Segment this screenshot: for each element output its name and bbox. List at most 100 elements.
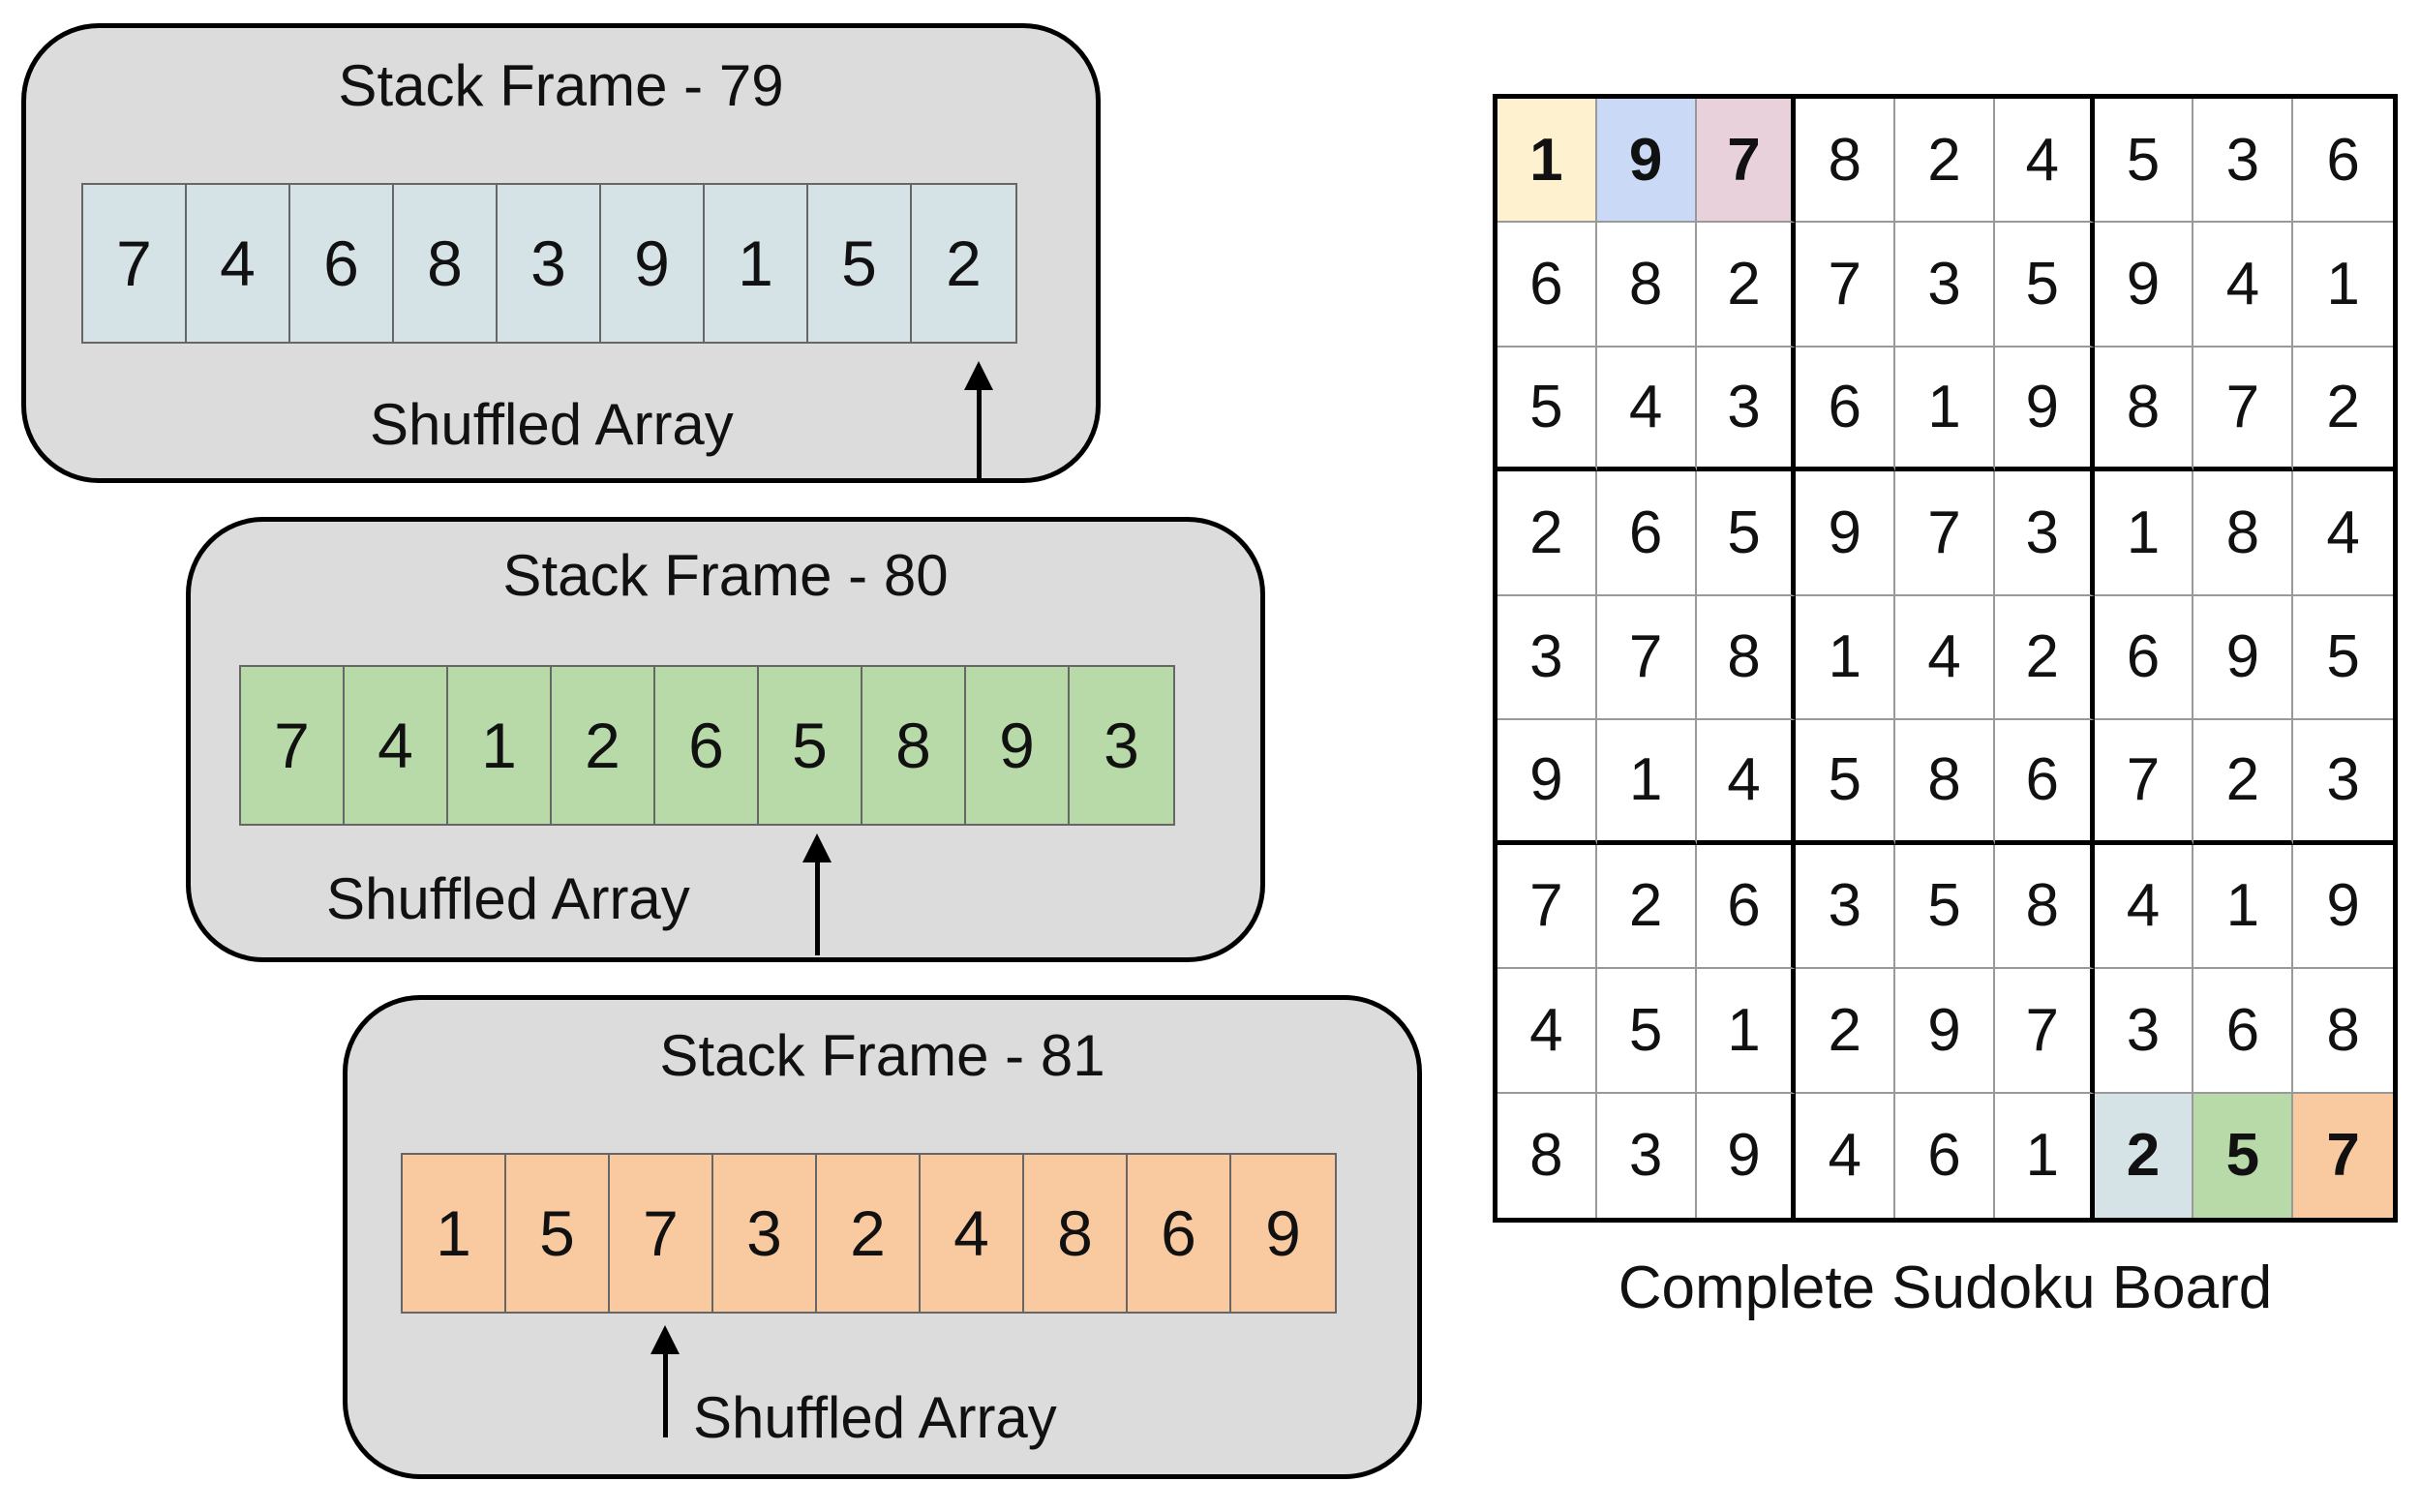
array-cell: 3	[713, 1155, 817, 1312]
sudoku-cell: 7	[2094, 720, 2194, 845]
shuffled-array-label: Shuffled Array	[326, 866, 690, 931]
stack-frame-title: Stack Frame - 79	[338, 53, 784, 118]
sudoku-cell: 4	[2193, 223, 2294, 348]
sudoku-cell: 1	[1696, 969, 1797, 1094]
sudoku-cell: 9	[2293, 845, 2393, 970]
sudoku-cell: 6	[2293, 99, 2393, 224]
sudoku-cell: 9	[1497, 720, 1597, 845]
stack-frame-80: Stack Frame - 80 7 4 1 2 6 5 8 9 3 Shuff…	[186, 517, 1265, 962]
shuffled-array: 7 4 1 2 6 5 8 9 3	[239, 665, 1175, 826]
sudoku-cell: 5	[1696, 471, 1797, 596]
sudoku-cell: 6	[1696, 844, 1797, 970]
sudoku-cell: 9	[1796, 471, 1896, 596]
sudoku-cell: 3	[1994, 471, 2095, 596]
sudoku-cell: 4	[1895, 595, 1995, 721]
array-cell: 5	[759, 667, 862, 824]
sudoku-cell: 7	[2293, 1093, 2393, 1218]
array-cell: 6	[290, 185, 394, 342]
sudoku-cell: 2	[2193, 720, 2294, 845]
array-cell: 1	[705, 185, 808, 342]
sudoku-cell: 3	[1597, 1093, 1697, 1218]
sudoku-cell: 3	[2293, 720, 2393, 845]
sudoku-cell: 5	[2193, 1093, 2294, 1218]
shuffled-array: 7 4 6 8 3 9 1 5 2	[81, 183, 1017, 344]
sudoku-cell: 5	[2293, 596, 2393, 721]
sudoku-cell: 4	[1497, 969, 1597, 1094]
sudoku-cell: 6	[2193, 969, 2294, 1094]
sudoku-cell: 7	[1796, 223, 1896, 348]
array-cell: 7	[241, 667, 345, 824]
array-cell: 5	[808, 185, 912, 342]
array-cell: 4	[345, 667, 448, 824]
sudoku-cell: 7	[1994, 969, 2095, 1094]
array-cell: 1	[403, 1155, 506, 1312]
shuffled-array-label: Shuffled Array	[370, 392, 734, 457]
sudoku-cell: 6	[1497, 223, 1597, 348]
array-cell: 3	[1070, 667, 1173, 824]
shuffled-array: 1 5 7 3 2 4 8 6 9	[401, 1153, 1337, 1314]
sudoku-cell: 2	[1895, 99, 1995, 224]
sudoku-cell: 1	[1995, 1093, 2095, 1218]
sudoku-cell: 8	[1596, 223, 1697, 348]
array-cell: 8	[1024, 1155, 1128, 1312]
sudoku-cell: 4	[1796, 1093, 1896, 1218]
sudoku-cell: 5	[2094, 99, 2194, 224]
sudoku-cell: 5	[1497, 347, 1597, 472]
sudoku-cell: 4	[1994, 99, 2095, 224]
sudoku-cell: 3	[1696, 347, 1797, 472]
array-cell: 3	[498, 185, 601, 342]
array-cell: 2	[817, 1155, 921, 1312]
stack-frame-79: Stack Frame - 79 7 4 6 8 3 9 1 5 2 Shuff…	[21, 23, 1101, 483]
sudoku-cell: 7	[1596, 595, 1697, 721]
sudoku-cell: 2	[2293, 348, 2393, 472]
array-cell: 9	[1231, 1155, 1335, 1312]
sudoku-cell: 4	[2094, 844, 2194, 970]
sudoku-cell: 6	[1994, 720, 2095, 845]
sudoku-cell: 3	[1895, 223, 1995, 348]
array-cell: 8	[394, 185, 498, 342]
sudoku-cell: 3	[2193, 99, 2294, 224]
sudoku-cell: 5	[1596, 969, 1697, 1094]
sudoku-cell: 7	[1497, 844, 1597, 970]
sudoku-cell: 7	[2193, 347, 2294, 472]
sudoku-cell: 8	[1895, 720, 1995, 845]
array-cell: 6	[1128, 1155, 1231, 1312]
array-cell: 9	[601, 185, 705, 342]
pointer-arrow-icon	[650, 1325, 680, 1437]
sudoku-cell: 8	[1994, 844, 2095, 970]
shuffled-array-label: Shuffled Array	[693, 1385, 1057, 1450]
array-cell: 4	[921, 1155, 1024, 1312]
sudoku-cell: 1	[1796, 595, 1896, 721]
sudoku-cell: 6	[1596, 471, 1697, 596]
sudoku-cell: 4	[1596, 347, 1697, 472]
sudoku-cell: 1	[2193, 844, 2294, 970]
sudoku-cell: 6	[2094, 595, 2194, 721]
sudoku-cell: 8	[2094, 347, 2194, 472]
sudoku-cell: 6	[1895, 1093, 1995, 1218]
sudoku-cell: 8	[1497, 1093, 1597, 1218]
sudoku-cell: 9	[1697, 1093, 1797, 1218]
stack-frame-title: Stack Frame - 81	[659, 1023, 1105, 1088]
sudoku-cell: 2	[1994, 595, 2095, 721]
sudoku-cell: 8	[2193, 471, 2294, 596]
array-cell: 4	[187, 185, 290, 342]
sudoku-board-label: Complete Sudoku Board	[1618, 1255, 2273, 1321]
sudoku-cell: 3	[1796, 844, 1896, 970]
pointer-arrow-icon	[964, 361, 993, 483]
sudoku-cell: 1	[2293, 223, 2393, 348]
array-cell: 7	[83, 185, 187, 342]
array-cell: 5	[506, 1155, 610, 1312]
sudoku-cell: 8	[2293, 969, 2393, 1094]
array-cell: 9	[966, 667, 1070, 824]
sudoku-cell: 9	[1994, 347, 2095, 472]
sudoku-cell: 5	[1895, 844, 1995, 970]
sudoku-cell: 4	[2293, 471, 2393, 596]
sudoku-cell: 6	[1796, 347, 1896, 472]
sudoku-cell: 9	[1895, 969, 1995, 1094]
stack-frame-81: Stack Frame - 81 1 5 7 3 2 4 8 6 9 Shuff…	[343, 995, 1422, 1479]
array-cell: 7	[610, 1155, 713, 1312]
sudoku-cell: 2	[2094, 1093, 2194, 1218]
sudoku-cell: 1	[1497, 99, 1597, 224]
